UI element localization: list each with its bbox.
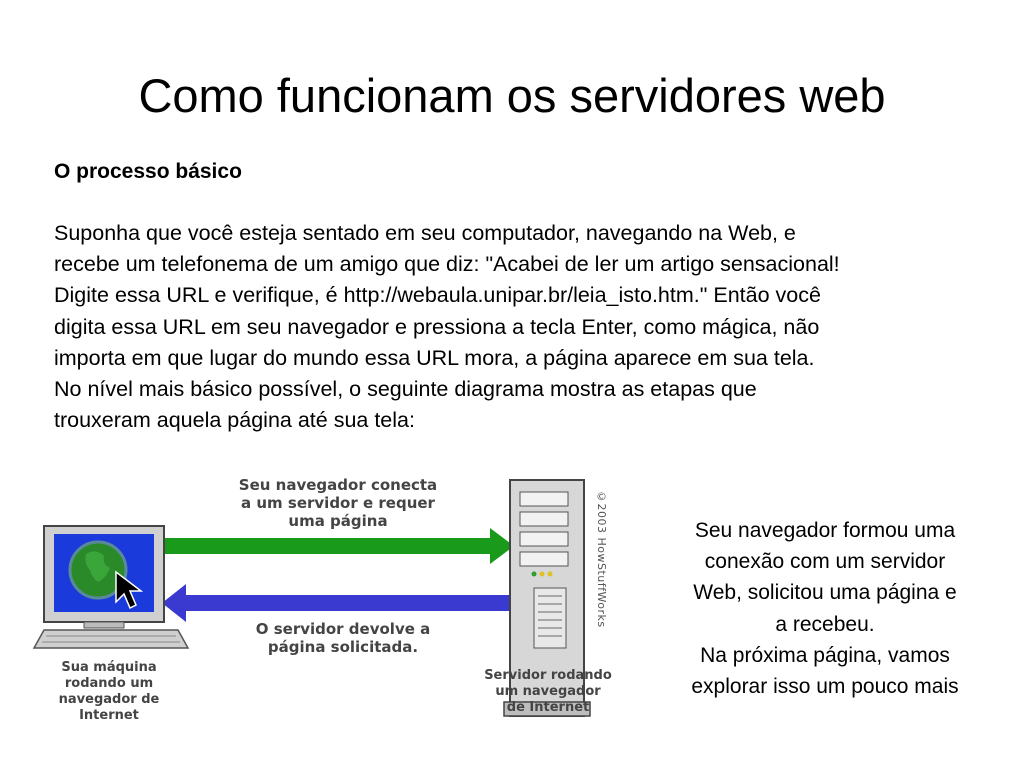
client-label: Sua máquina rodando um navegador de Inte… — [58, 660, 160, 723]
response-label: O servidor devolve a página solicitada. — [255, 620, 431, 656]
section-subtitle: O processo básico — [54, 160, 242, 183]
response-arrow — [162, 584, 513, 622]
server-label: Servidor rodando um navegador de Interne… — [484, 668, 612, 715]
side-caption: Seu navegador formou uma conexão com um … — [691, 519, 959, 699]
request-label: Seu navegador conecta a um servidor e re… — [238, 476, 438, 530]
body-paragraph: Suponha que você esteja sentado em seu c… — [54, 221, 840, 433]
client-computer-icon — [32, 525, 190, 649]
copyright-notice: ©2003 HowStuffWorks — [595, 490, 608, 628]
diagram-graphics — [32, 479, 591, 717]
server-tower-icon — [503, 479, 591, 717]
slide-title: Como funcionam os servidores web — [138, 69, 886, 122]
request-arrow — [164, 528, 514, 564]
web-server-diagram: Seu navegador conecta a um servidor e re… — [28, 470, 628, 730]
